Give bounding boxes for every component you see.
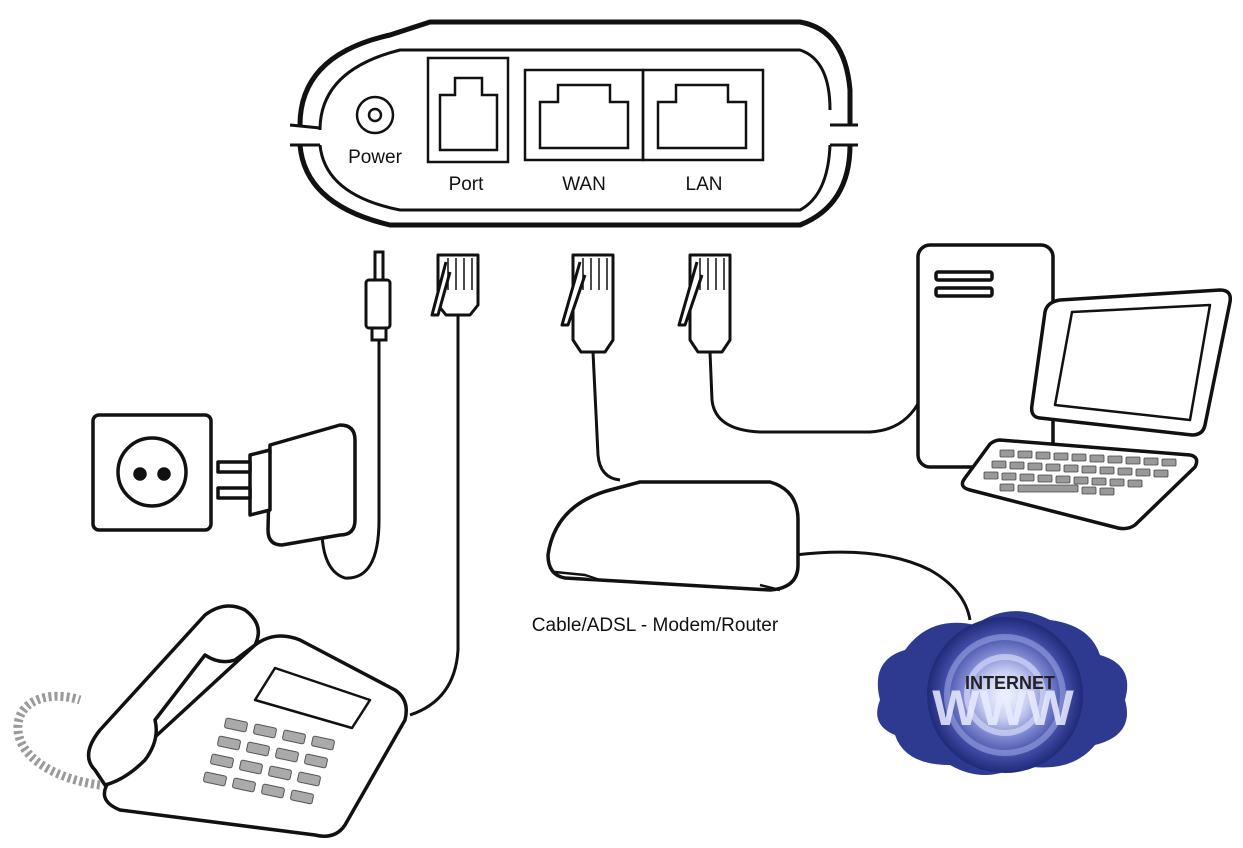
modem-router-icon xyxy=(546,480,800,592)
laptop-keyboard xyxy=(983,449,1177,496)
desktop-tower-icon xyxy=(916,243,1055,469)
cables xyxy=(320,315,972,717)
power-port-label: Power xyxy=(348,147,403,168)
www-label: WWW xyxy=(932,680,1074,736)
phone-cable xyxy=(409,315,460,717)
internet-cable xyxy=(794,550,972,621)
wan-port-icon xyxy=(523,68,645,162)
power-adapter-icon xyxy=(216,423,357,547)
wan-cable xyxy=(591,351,621,482)
laptop-icon xyxy=(960,288,1233,531)
device-body xyxy=(289,19,858,228)
internet-label: INTERNET xyxy=(965,673,1055,693)
lan-port-label: LAN xyxy=(686,174,723,195)
wan-plug-icon xyxy=(560,253,615,354)
wan-port-label: WAN xyxy=(562,174,606,195)
lan-cable xyxy=(708,351,922,434)
phone-port-icon xyxy=(426,56,510,164)
internet-globe-icon: INTERNET WWW xyxy=(877,611,1128,775)
power-plug-icon xyxy=(364,250,392,342)
modem-router-label: Cable/ADSL - Modem/Router xyxy=(532,615,779,636)
phone-plug-icon xyxy=(430,253,480,317)
telephone-icon xyxy=(86,604,408,838)
lan-port-icon xyxy=(641,68,765,162)
power-cable xyxy=(320,340,381,580)
phone-port-label: Port xyxy=(449,174,485,195)
telephone-coiled-cord xyxy=(13,691,101,790)
power-jack-icon xyxy=(355,95,395,135)
lan-plug-icon xyxy=(677,253,732,354)
telephone-keypad xyxy=(203,717,335,805)
wall-socket-icon xyxy=(91,413,213,532)
